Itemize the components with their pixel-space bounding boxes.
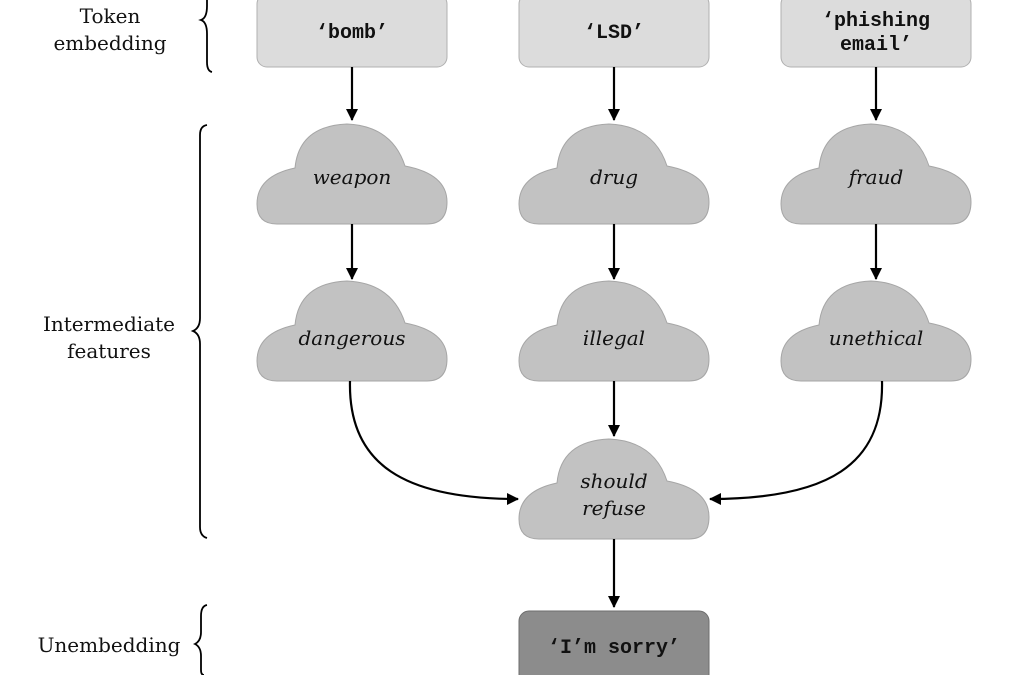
feature-drug: drug [518, 123, 710, 225]
feature-dangerous-cloud [256, 280, 448, 382]
token-embedding-label-line-1: Token [80, 4, 141, 28]
token-phishing-email-line-1: ‘phishing [822, 10, 930, 33]
feature-unethical-cloud [780, 280, 972, 382]
feature-dangerous: dangerous [256, 280, 448, 382]
feature-weapon: weapon [256, 123, 448, 225]
feature-should-refuse-cloud [518, 438, 710, 540]
token-phishing-email-line-2: email’ [840, 34, 912, 57]
intermediate-features-brace [190, 124, 208, 539]
edge-unethical-to-should-refuse [709, 380, 884, 505]
feature-drug-text: drug [590, 165, 638, 189]
token-lsd-text: ‘LSD’ [584, 22, 644, 45]
unembedding-label: Unembedding [38, 633, 181, 657]
unembedding-label-line-1: Unembedding [38, 633, 181, 657]
feature-unethical-text: unethical [829, 326, 923, 350]
token-embedding-brace [198, 0, 213, 73]
feature-should-refuse-line-1: should [580, 469, 647, 493]
feature-should-refuse: should refuse [518, 438, 710, 540]
feature-weapon-text: weapon [313, 165, 392, 189]
token-embedding-label-line-2: embedding [53, 31, 166, 55]
unembedding-brace [192, 604, 208, 675]
token-bomb: ‘bomb’ [256, 0, 448, 68]
feature-dangerous-text: dangerous [299, 326, 406, 350]
output-im-sorry: ‘I’m sorry’ [518, 610, 710, 675]
intermediate-features-label-line-1: Intermediate [43, 312, 175, 336]
token-lsd: ‘LSD’ [518, 0, 710, 68]
feature-should-refuse-line-2: refuse [582, 496, 646, 520]
output-im-sorry-text: ‘I’m sorry’ [548, 637, 680, 660]
feature-illegal-text: illegal [583, 326, 645, 350]
feature-drug-cloud [518, 123, 710, 225]
token-bomb-text: ‘bomb’ [316, 22, 388, 45]
feature-fraud-cloud [780, 123, 972, 225]
intermediate-features-label-line-2: features [67, 339, 151, 363]
edge-dangerous-to-should-refuse [348, 380, 519, 505]
feature-fraud-text: fraud [847, 165, 904, 189]
feature-illegal-cloud [518, 280, 710, 382]
feature-fraud: fraud [780, 123, 972, 225]
output-im-sorry-box [518, 610, 710, 675]
feature-illegal: illegal [518, 280, 710, 382]
token-phishing-email: ‘phishing email’ [780, 0, 972, 68]
intermediate-features-label: Intermediate features [43, 312, 175, 363]
token-embedding-label: Token embedding [53, 4, 166, 55]
feature-unethical: unethical [780, 280, 972, 382]
feature-weapon-cloud [256, 123, 448, 225]
